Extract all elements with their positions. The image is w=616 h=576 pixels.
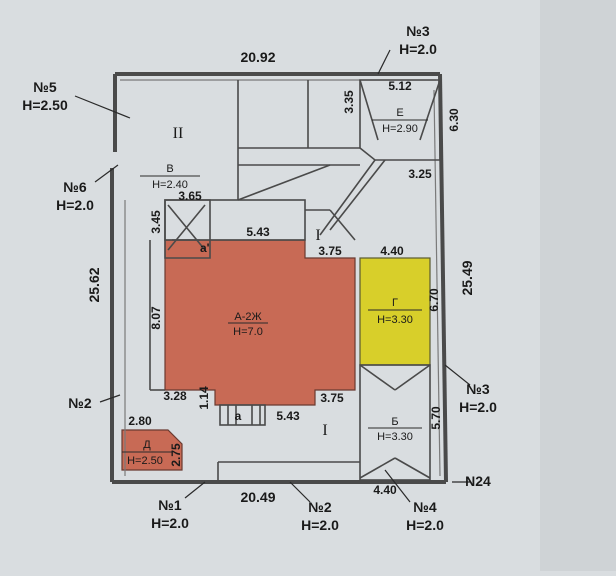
room-g-name: Г bbox=[392, 297, 398, 309]
dim-v-width: 3.65 bbox=[178, 189, 202, 203]
plot-boundary bbox=[110, 72, 448, 484]
dim-top: 20.92 bbox=[240, 49, 275, 65]
yard-ii: II bbox=[173, 125, 184, 142]
fence-n5-num: №5 bbox=[33, 79, 57, 95]
room-a-small-bottom: а bbox=[235, 409, 242, 423]
fence-n3-right-height: H=2.0 bbox=[459, 399, 497, 415]
leader-lines bbox=[74, 49, 471, 503]
dim-a-bottom-left: 3.28 bbox=[163, 389, 187, 403]
dim-a-left: 8.07 bbox=[149, 306, 163, 330]
dim-g-top: 4.40 bbox=[380, 244, 404, 258]
fence-n1-height: H=2.0 bbox=[151, 515, 189, 531]
fence-n2-bottom-height: H=2.0 bbox=[301, 517, 339, 533]
marker-n24: N24 bbox=[465, 473, 491, 489]
fence-n2-bottom-num: №2 bbox=[308, 499, 332, 515]
fence-n3-top-num: №3 bbox=[406, 23, 430, 39]
yard-i-bottom: I bbox=[322, 422, 327, 439]
fence-n4-height: H=2.0 bbox=[406, 517, 444, 533]
room-a-zh-name: А-2Ж bbox=[234, 311, 261, 323]
dim-a-porch-h: 1.14 bbox=[197, 386, 211, 410]
dim-e-right: 6.30 bbox=[447, 108, 461, 132]
dim-v-height: 3.45 bbox=[149, 210, 163, 234]
dim-right: 25.49 bbox=[459, 260, 475, 295]
dim-a-porch-w: 5.43 bbox=[276, 409, 300, 423]
paper-shade bbox=[540, 0, 616, 571]
room-e-height: H=2.90 bbox=[382, 123, 418, 135]
dim-e-top: 5.12 bbox=[388, 79, 412, 93]
dim-left: 25.62 bbox=[86, 267, 102, 302]
fence-n6-height: H=2.0 bbox=[56, 197, 94, 213]
room-v-height: H=2.40 bbox=[152, 179, 188, 191]
dim-b-right: 5.70 bbox=[429, 406, 443, 430]
fence-n2-left-num: №2 bbox=[68, 395, 92, 411]
room-e-name: Е bbox=[396, 107, 403, 119]
room-b-height: H=3.30 bbox=[377, 431, 413, 443]
yard-i-top: I bbox=[315, 227, 320, 244]
dim-a-right-top: 3.75 bbox=[318, 244, 342, 258]
fence-n6-num: №6 bbox=[63, 179, 87, 195]
room-d-name: Д bbox=[143, 439, 151, 451]
fence-n3-top-height: H=2.0 bbox=[399, 41, 437, 57]
room-d-height: H=2.50 bbox=[127, 455, 163, 467]
dim-a-top: 5.43 bbox=[246, 225, 270, 239]
building-g bbox=[359, 257, 431, 366]
dim-g-right: 6.70 bbox=[427, 288, 441, 312]
building-d bbox=[121, 429, 183, 471]
fence-n1-num: №1 bbox=[158, 497, 182, 513]
dim-b-bottom: 4.40 bbox=[373, 483, 397, 497]
dim-e-left: 3.35 bbox=[342, 90, 356, 114]
dim-d-right: 2.75 bbox=[169, 443, 183, 467]
fence-n4-num: №4 bbox=[413, 499, 437, 515]
fence-n5-height: H=2.50 bbox=[22, 97, 68, 113]
dim-bottom: 20.49 bbox=[240, 489, 275, 505]
dim-a-bottom-right: 3.75 bbox=[320, 391, 344, 405]
internal-lines bbox=[149, 79, 441, 482]
dim-e-bottom: 3.25 bbox=[408, 167, 432, 181]
dim-d-top: 2.80 bbox=[128, 414, 152, 428]
room-a-small-top: а' bbox=[200, 241, 210, 255]
room-b-name: Б bbox=[391, 416, 398, 428]
room-a-zh-height: H=7.0 bbox=[233, 326, 263, 338]
room-g-height: H=3.30 bbox=[377, 314, 413, 326]
fence-n3-right-num: №3 bbox=[466, 381, 490, 397]
room-v-name: В bbox=[166, 163, 173, 175]
